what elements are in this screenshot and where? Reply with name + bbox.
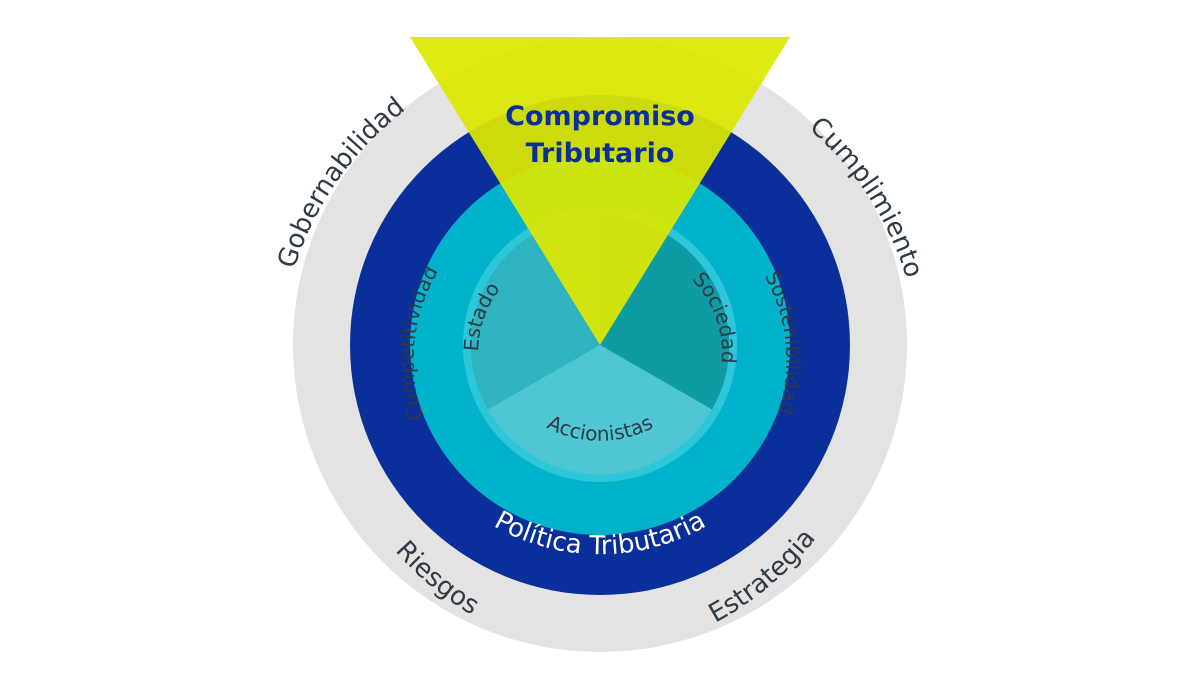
title-line-2: Tributario: [526, 138, 675, 169]
compromiso-triangle: [410, 37, 790, 345]
sector-accionistas: [488, 345, 712, 475]
title-line-1: Compromiso: [505, 101, 695, 132]
